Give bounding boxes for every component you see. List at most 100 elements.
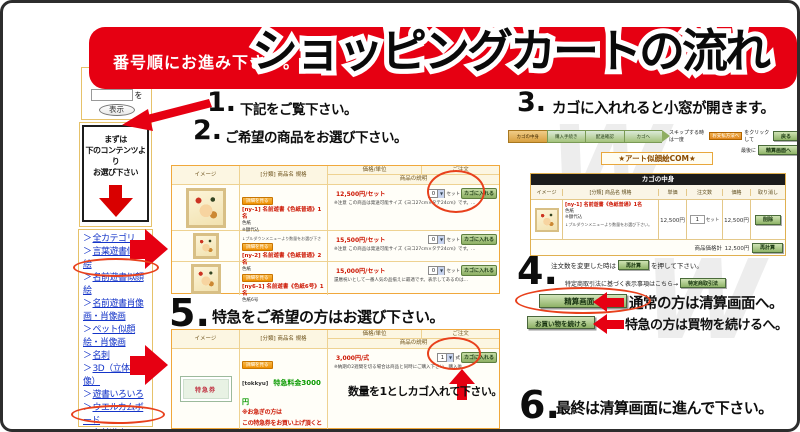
add-to-cart-button: カゴに入れる [460,265,497,276]
watermark-letter: W [643,236,765,364]
product-artwork-thumbnail [185,187,226,228]
recalculate-button: 再計算 [618,260,650,270]
detail-badge: 詳細を見る [242,361,273,369]
cart-window-screenshot: カゴの中身 イメージ [分類] 商品名 規格 単価 注文数 価格 取り消し [n… [530,173,786,256]
sidebar-link-3d[interactable]: ＞3D（立体画像） [83,364,139,387]
product-name: [ny6-1] 名前遊書《色紙6号》1名 [242,284,324,298]
col-quantity: 注文数 [687,188,723,196]
express-name: 特急料金3000円 [242,379,321,406]
express-note-line: ※お急ぎの方は [242,409,282,416]
express-price: 3,000円/式 [336,355,370,362]
sidebar-link-pet-portrait[interactable]: ＞ペット似顔絵・肖像画 [83,325,136,348]
chevron-down-icon: ▼ [437,235,445,244]
recalc-note: 注文数を変更した時は 再計算 を押して下さい。 [551,260,703,270]
express-code: [tokkyu] [242,381,269,387]
step5-number: 5. [169,291,210,335]
product-row: 詳細を見る [ny-2] 名前遊書《色紙普通》2名 色紙 15,500円/セット… [172,231,499,272]
continue-shopping-button: お買い物を続ける [527,316,595,329]
product-sub: 色紙 [242,221,251,227]
detail-badge: 詳細を見る [242,274,273,282]
site-banner: ★アート似顔絵COM★ [601,152,713,165]
product-artwork-thumbnail [190,263,221,294]
product-row: 詳細を見る [ny6-1] 名前遊書《色紙6号》1名 色紙6号 15,000円/… [172,262,499,303]
highlight-circle-checkout [515,287,651,314]
add-to-cart-button: カゴに入れる [460,234,497,245]
product-price: 15,500円/セット [336,237,386,244]
sidebar-link-all-categories[interactable]: ＞全カテゴリ [83,234,136,244]
cart-item-thumbnail [534,207,559,232]
step3-number: 3. [517,87,547,118]
legal-button: 特定商取引法 [680,278,727,288]
detail-badge: 詳細を見る [242,243,273,251]
col-price: 価格/単位 [328,330,423,338]
highlight-circle-qty-dropdown [427,170,485,213]
page-title-outline: ショッピングカートの流れ [247,19,776,83]
step1-text: 下記をご覧下さい。 [240,102,358,118]
search-submit-button[interactable]: 表示 [98,104,135,116]
page-title-fill: ショッピングカートの流れ [252,24,771,78]
cart-qty-unit: セット [705,217,720,223]
col-name: [分類] 商品名 規格 [240,166,328,184]
product-sub: 色紙 [242,267,251,273]
step6-number: 6. [519,383,560,427]
legal-note: 特定商取引法に基づく表示事項はこちら→ 特定商取引法 [565,278,727,288]
step6-text: 最終は清算画面に進んで下さい。 [556,399,773,417]
sidebar-link-meishi[interactable]: ＞名刺 [83,351,110,361]
pulldown-hint: ↓プルダウンメニューより数量をお選び下さい。 [565,222,653,228]
product-desc: ※注意 この商品は発送可能サイズ《ヨコ27cm×タテ24cm》です。… [334,247,476,252]
skip-text: をクリックして [744,130,770,143]
unit-label: セット [446,268,460,274]
express-table-header: イメージ [分類] 商品名 規格 価格/単位 ご注文 商品の説明 [172,330,499,349]
product-name: [ny-1] 名前遊書《色紙普通》1名 [242,207,322,221]
sidebar-search-input[interactable] [90,89,133,101]
product-artwork-thumbnail [192,233,219,259]
cart-unit-price: 12,500円 [659,200,687,239]
col-cancel: 取り消し [757,189,778,196]
red-right-arrow [130,345,168,385]
red-right-arrow [130,229,168,269]
highlight-circle-express-link [71,405,165,424]
red-diagonal-arrow [122,99,212,131]
step4-number: 4. [517,249,558,293]
cart-line-price: 12,500円 [723,200,751,239]
product-desc: ※注意 この商品は発送可能サイズ《ヨコ27cm×タテ24cm》です。… [334,201,476,206]
sidebar-notice-box: まずは 下のコンテンツより お選び下さい [79,122,152,227]
sidebar-link-namae-yusho-nigaoe[interactable]: ＞名前遊書似顔絵 [83,273,144,296]
cart-skip-instructions: スキップする時は一度 お支払方法へ をクリックして 戻る 最後に 精算画面へ [669,129,797,155]
cart-table-header: イメージ [分類] 商品名 規格 単価 注文数 価格 取り消し [531,185,785,200]
col-price: 価格/単位 [328,166,423,174]
nav-tab-shipping: 配送確認 [585,130,624,143]
back-button: 戻る [772,131,797,141]
cart-item-sub: ※額代込 [565,214,583,220]
sidebar-link-namae-yusho-portrait[interactable]: ＞名前遊書肖像画・肖像画 [83,299,144,322]
cart-nav-bar: カゴの中身 購入手続き 配送確認 カゴへ [508,130,670,143]
nav-tab-basket: カゴへ [623,130,662,143]
product-name: [ny-2] 名前遊書《色紙普通》2名 [242,253,322,267]
express-note-line: この特急券をお買い上げ頂くと [242,419,322,427]
continue-arrow-text: 特急の方は買物を続けるへ。 [625,318,788,333]
col-name: [分類] 商品名 規格 [240,330,328,348]
product-sub: ※額代込 [242,227,260,233]
nav-tab-cart: カゴの中身 [508,130,547,143]
notice-line: お選び下さい [93,168,139,177]
highlight-circle-sidebar-link [73,258,159,277]
step5-text: 特急をご希望の方はお選び下さい。 [212,308,445,326]
detail-badge: 詳細を見る [242,197,273,205]
notice-line: まずは [104,135,127,144]
red-left-arrow [593,314,624,334]
col-price: 価格 [723,188,751,196]
sidebar-link-namae-yusho-illust[interactable]: ＞名前遊書イラスト [83,428,150,429]
product-price: 12,500円/セット [336,191,386,198]
nav-tab-purchase: 購入手続き [546,130,585,143]
col-name: [分類] 商品名 規格 [563,188,659,196]
cart-total-row: 商品価格計 12,500円 再計算 [531,240,785,255]
product-price: 15,000円/セット [336,268,386,275]
col-image: イメージ [531,188,563,196]
cart-total-value: 12,500円 [724,245,750,252]
step3-text: カゴに入れれると小窓が開きます。 [552,101,775,117]
skip-text: スキップする時は一度 [669,130,705,143]
sidebar-link-yusho-various[interactable]: ＞遊書いろいろ [83,390,144,400]
col-order: ご注文 [452,331,469,337]
col-unit-price: 単価 [659,188,687,196]
